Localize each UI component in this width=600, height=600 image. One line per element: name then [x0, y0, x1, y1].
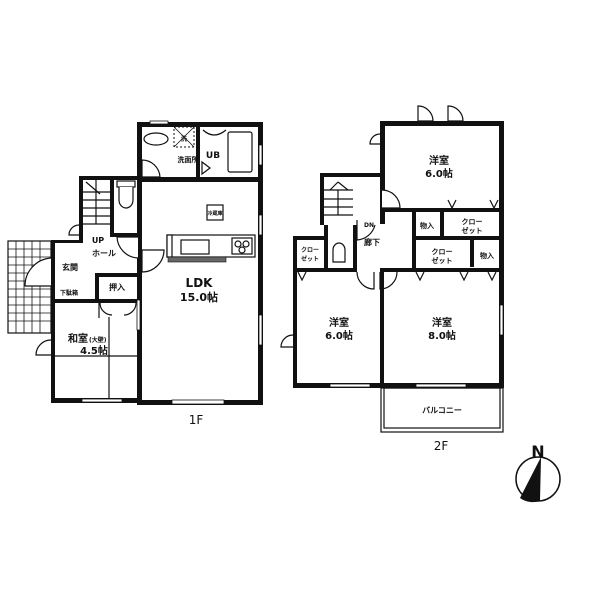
hall-door: [116, 236, 139, 259]
ldk-label: LDK: [186, 276, 214, 290]
compass: N: [515, 442, 561, 503]
wash-fixtures: 洗: [141, 126, 253, 178]
western-right-label: 洋室: [432, 316, 452, 329]
walls-2f: [293, 121, 504, 388]
western-top-size: 6.0帖: [425, 167, 453, 180]
washroom-label: 洗面所: [178, 155, 199, 164]
compass-needle-icon: [520, 457, 541, 503]
storage-1-label: 物入: [420, 221, 434, 230]
bath-label: UB: [206, 151, 220, 161]
side-door: [68, 224, 80, 236]
stairs-1f: [83, 180, 110, 225]
doors-2f: [280, 105, 464, 348]
closet-left-line1: クロー: [301, 246, 319, 254]
closet-label: 押入: [109, 282, 125, 292]
windows-1f: [81, 120, 263, 405]
storage-2-label: 物入: [480, 251, 494, 260]
toilet-1f: [116, 180, 136, 209]
closet-mid-line2: ゼット: [432, 256, 453, 265]
balcony: [380, 387, 504, 433]
floor-1f-label: 1F: [189, 413, 204, 427]
closet-top-line1: クロー: [462, 217, 483, 226]
western-top-label: 洋室: [429, 154, 449, 167]
ldk-size: 15.0帖: [180, 290, 218, 304]
western-left-label: 洋室: [329, 316, 349, 329]
stair-up-label: UP: [92, 236, 104, 245]
hall-label: ホール: [92, 249, 116, 258]
compass-north-label: N: [531, 442, 544, 461]
floor-2f-label: 2F: [434, 439, 449, 453]
closet-top-line2: ゼット: [462, 226, 483, 235]
closet-mid-line1: クロー: [432, 247, 453, 256]
closet-left-line2: ゼット: [301, 255, 319, 263]
western-right-size: 8.0帖: [428, 329, 456, 342]
japanese-room-label: 和室: [67, 332, 88, 345]
stairs-2f: [324, 181, 353, 216]
balcony-label: バルコニー: [422, 406, 462, 415]
washer-label: 洗: [181, 135, 187, 143]
japanese-room-size: 4.5帖: [80, 344, 108, 357]
stair-down-label: DN: [364, 222, 374, 229]
ldk-door: [141, 249, 165, 273]
floor-2f: 洋室 6.0帖 物入 クロー ゼット クロー ゼット 物入 クロー ゼット DN…: [280, 105, 504, 453]
toilet-2f: [332, 242, 346, 263]
kitchen: 冷蔵庫: [166, 204, 256, 263]
floor-1f: 洗 冷蔵庫: [7, 120, 263, 427]
porch-tiles: [7, 240, 52, 334]
entrance-label: 玄関: [62, 262, 78, 272]
japanese-room-note: (大壁): [89, 336, 107, 344]
closet-markers: [297, 199, 499, 282]
hallway-label: 廊下: [364, 237, 380, 247]
windows-2f: [329, 304, 504, 388]
shoe-box-label: 下駄箱: [60, 289, 78, 297]
western-left-size: 6.0帖: [325, 329, 353, 342]
fridge-label: 冷蔵庫: [207, 210, 222, 217]
japanese-fixtures: [35, 302, 137, 398]
